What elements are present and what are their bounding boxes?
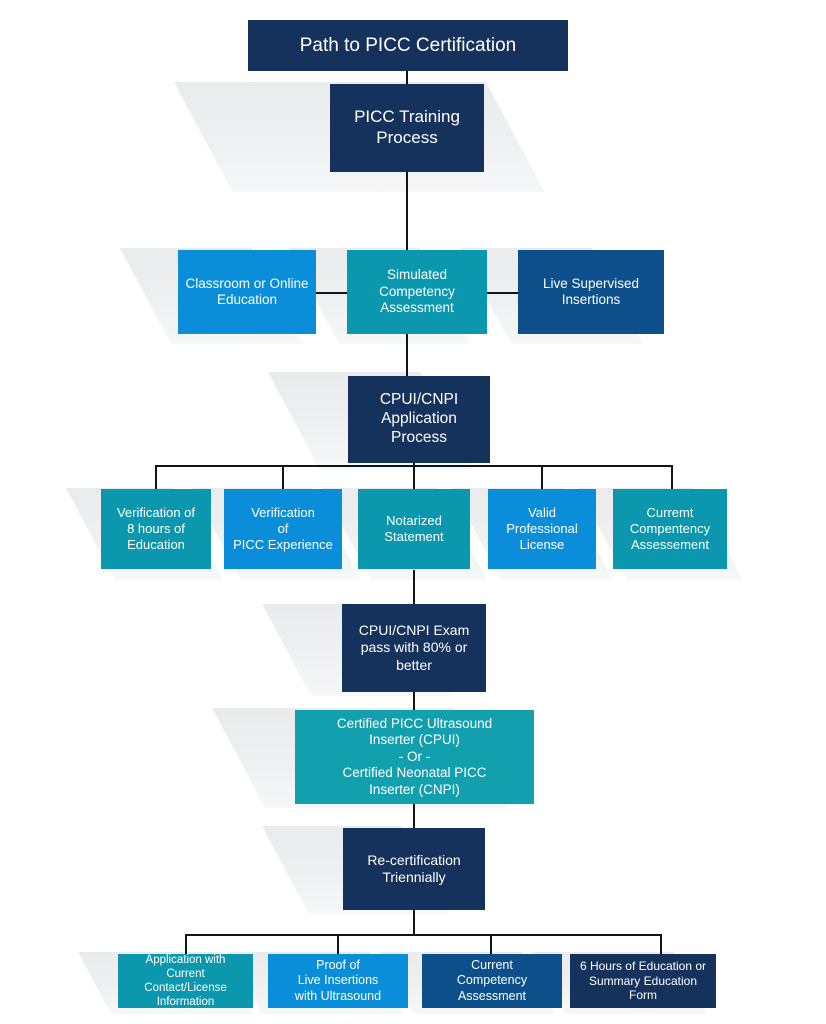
drop-application-with-current-contact <box>185 934 187 956</box>
node-live-supervised-insertions[interactable]: Live Supervised Insertions <box>518 250 664 334</box>
node-picc-training-process-label: PICC Training Process <box>354 107 460 147</box>
node-certified-inserter[interactable]: Certified PICC Ultrasound Inserter (CPUI… <box>295 710 534 804</box>
node-application-with-current-contact-license-information[interactable]: Application with Current Contact/License… <box>118 954 253 1008</box>
node-current-competency-assessment-requirement-label: Curremt Compentency Assessement <box>629 505 711 552</box>
node-six-hours-of-education-or-summary-education-form[interactable]: 6 Hours of Education or Summary Educatio… <box>570 954 716 1008</box>
node-valid-professional-license[interactable]: Valid Professional License <box>488 489 596 569</box>
node-proof-of-live-insertions-with-ultrasound[interactable]: Proof of Live Insertions with Ultrasound <box>268 954 408 1008</box>
connector-training-to-simulated <box>406 171 408 251</box>
connector-certified-to-recert <box>413 804 415 828</box>
connector-classroom-to-simulated <box>314 292 350 294</box>
title-banner: Path to PICC Certification <box>248 20 568 71</box>
node-cpui-cnpi-exam-label: CPUI/CNPI Exam pass with 80% or better <box>358 622 470 673</box>
drop-notarized-statement <box>413 465 415 489</box>
node-cpui-cnpi-application-process-label: CPUI/CNPI Application Process <box>379 391 459 446</box>
connector-notarized-to-exam <box>413 570 415 604</box>
node-notarized-statement-label: Notarized Statement <box>384 513 444 544</box>
node-simulated-competency-assessment-label: Simulated Competency Assessment <box>379 267 455 316</box>
node-cpui-cnpi-application-process[interactable]: CPUI/CNPI Application Process <box>348 376 490 463</box>
node-verification-of-8-hours-of-education[interactable]: Verification of 8 hours of Education <box>101 489 211 569</box>
drop-verification-8-hours <box>155 465 157 489</box>
drop-current-competency-assessment-req <box>671 465 673 489</box>
node-current-competency-assessment-recertification-label: Current Competency Assessment <box>456 958 528 1003</box>
node-valid-professional-license-label: Valid Professional License <box>506 505 578 552</box>
node-simulated-competency-assessment[interactable]: Simulated Competency Assessment <box>347 250 487 334</box>
connector-exam-to-certified <box>413 692 415 710</box>
connector-simulated-to-application <box>406 334 408 376</box>
node-verification-of-picc-experience[interactable]: Verification of PICC Experience <box>224 489 342 569</box>
node-application-with-current-contact-license-information-label: Application with Current Contact/License… <box>144 953 227 1009</box>
drop-current-competency-assessment-recert <box>490 934 492 956</box>
node-notarized-statement[interactable]: Notarized Statement <box>358 489 470 569</box>
node-classroom-or-online-education-label: Classroom or Online Education <box>185 275 309 307</box>
node-current-competency-assessment-recertification[interactable]: Current Competency Assessment <box>422 954 562 1008</box>
connector-recert-to-bus <box>413 910 415 936</box>
node-classroom-or-online-education[interactable]: Classroom or Online Education <box>178 250 316 334</box>
node-verification-of-picc-experience-label: Verification of PICC Experience <box>233 505 333 552</box>
node-six-hours-of-education-or-summary-education-form-label: 6 Hours of Education or Summary Educatio… <box>579 959 707 1003</box>
node-proof-of-live-insertions-with-ultrasound-label: Proof of Live Insertions with Ultrasound <box>294 958 382 1003</box>
node-certified-inserter-label: Certified PICC Ultrasound Inserter (CPUI… <box>336 715 493 797</box>
node-recertification-triennially[interactable]: Re-certification Triennially <box>343 828 485 910</box>
drop-proof-of-live-insertions <box>337 934 339 956</box>
node-verification-of-8-hours-of-education-label: Verification of 8 hours of Education <box>116 505 196 552</box>
node-recertification-triennially-label: Re-certification Triennially <box>367 851 461 885</box>
drop-six-hours-of-education <box>660 934 662 956</box>
node-live-supervised-insertions-label: Live Supervised Insertions <box>542 275 640 307</box>
node-cpui-cnpi-exam[interactable]: CPUI/CNPI Exam pass with 80% or better <box>342 604 486 692</box>
node-picc-training-process[interactable]: PICC Training Process <box>330 84 484 172</box>
drop-valid-professional-license <box>541 465 543 489</box>
title-banner-label: Path to PICC Certification <box>299 34 517 56</box>
bus-recertification-requirements <box>185 934 662 936</box>
connector-simulated-to-live <box>487 292 518 294</box>
node-current-competency-assessment-requirement[interactable]: Curremt Compentency Assessement <box>613 489 727 569</box>
drop-verification-picc-experience <box>282 465 284 489</box>
